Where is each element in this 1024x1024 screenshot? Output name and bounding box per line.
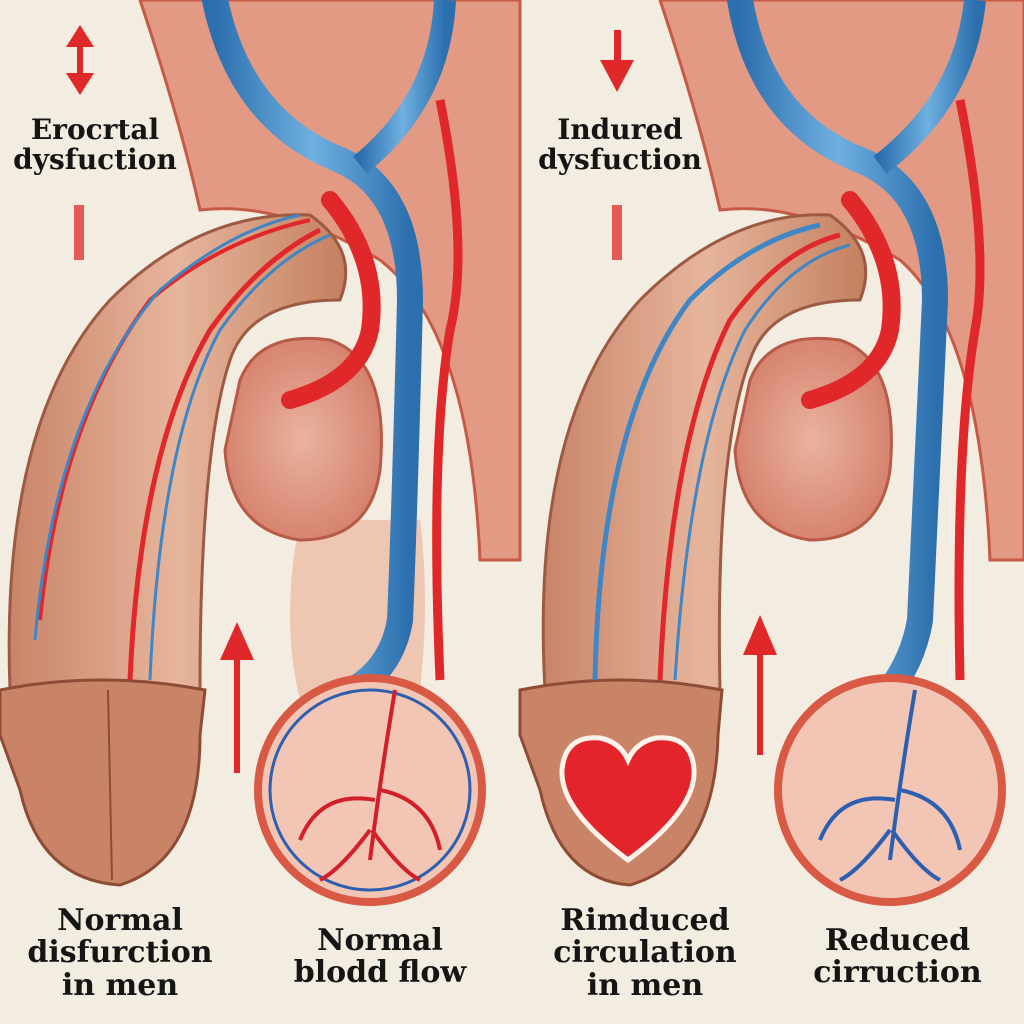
right-panel: [518, 0, 1024, 906]
testis: [223, 336, 383, 542]
cross-section-circle: [774, 674, 1006, 906]
vein-shaft-1: [33, 213, 301, 641]
vein-shaft-2: [673, 243, 851, 681]
vein-branch: [353, 0, 456, 174]
artery-shaft-2: [127, 227, 322, 681]
left-panel: [0, 0, 522, 906]
cross-section-vessels: [298, 689, 442, 882]
top-label-left: Erocrtal dysfuction: [13, 113, 177, 177]
double-arrow-icon: [66, 25, 94, 95]
side-artery: [954, 99, 985, 681]
vein-branch: [873, 0, 986, 174]
main-vein: [202, 0, 424, 713]
up-arrow-icon: [220, 622, 254, 773]
glans: [0, 678, 207, 887]
bottom-label-reduced-circulation: Rimduced circulation in men: [553, 903, 737, 1003]
side-artery: [432, 99, 463, 681]
artery-shaft-1: [657, 232, 841, 681]
glans-divider: [107, 689, 113, 881]
vein-shaft-2: [148, 233, 331, 681]
cross-section-vessels: [818, 689, 962, 882]
cross-section-circle: [254, 674, 486, 906]
bottom-label-normal-dysfunction: Normal disfurction in men: [27, 903, 213, 1003]
bottom-label-reduced-cirruction: Reduced cirruction: [813, 923, 982, 991]
vein-shaft-1: [592, 222, 821, 681]
main-vein: [727, 0, 949, 733]
up-arrow-icon: [743, 615, 777, 755]
red-bar-marker: [612, 205, 622, 260]
top-label-right: Indured dysfuction: [538, 113, 702, 177]
main-artery: [281, 191, 381, 409]
cross-section-inner-ring: [268, 688, 472, 892]
bottom-label-normal-blood-flow: Normal blodd flow: [293, 923, 467, 991]
red-bar-marker: [74, 205, 84, 260]
down-arrow-icon: [600, 30, 634, 92]
heart-icon: [559, 735, 697, 864]
main-artery: [801, 191, 901, 409]
